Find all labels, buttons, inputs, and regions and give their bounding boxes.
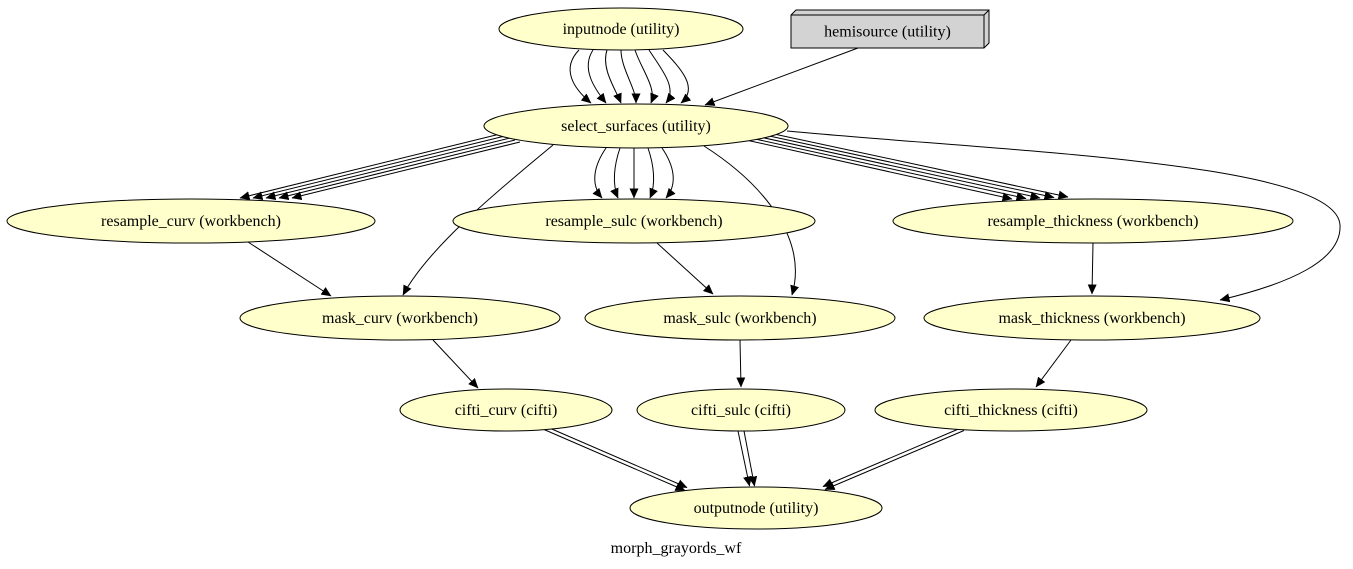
edge-select_surfaces-resample_sulc	[610, 147, 621, 199]
node-label-cifti_thickness: cifti_thickness (cifti)	[944, 402, 1078, 419]
node-ellipse-mask_sulc	[584, 295, 896, 341]
node-box3d-hemisource	[790, 9, 990, 49]
node-label-hemisource: hemisource (utility)	[824, 24, 951, 41]
nodes-layer: inputnode (utility) hemisource (utility) s…	[6, 7, 1294, 530]
node-cifti_curv: cifti_curv (cifti)	[399, 388, 613, 432]
edge-select_surfaces-resample_thickness	[759, 136, 1041, 201]
edge-inputnode-select_surfaces	[587, 49, 607, 104]
node-resample_thickness: resample_thickness (workbench)	[892, 198, 1294, 244]
edge-cifti_thickness-outputnode	[824, 430, 965, 490]
edge-cifti_curv-outputnode	[543, 429, 686, 491]
node-label-inputnode: inputnode (utility)	[563, 21, 680, 38]
node-mask_sulc: mask_sulc (workbench)	[584, 295, 896, 341]
node-ellipse-cifti_curv	[399, 388, 613, 432]
edge-select_surfaces-resample_curv	[252, 135, 506, 201]
edge-inputnode-select_surfaces	[569, 49, 592, 104]
edge-mask_curv-cifti_curv	[432, 339, 479, 389]
node-resample_curv: resample_curv (workbench)	[6, 198, 376, 244]
node-ellipse-mask_curv	[239, 295, 561, 341]
node-ellipse-resample_curv	[6, 198, 376, 244]
edge-inputnode-select_surfaces	[634, 49, 659, 104]
node-label-resample_thickness: resample_thickness (workbench)	[987, 213, 1198, 230]
node-label-cifti_sulc: cifti_sulc (cifti)	[691, 402, 791, 419]
edge-hemisource-select_surfaces	[704, 47, 859, 106]
node-ellipse-cifti_sulc	[636, 388, 846, 432]
node-label-outputnode: outputnode (utility)	[694, 500, 819, 517]
edge-resample_curv-mask_curv	[247, 241, 332, 297]
edge-resample_thickness-mask_thickness	[1087, 242, 1097, 295]
node-mask_curv: mask_curv (workbench)	[239, 295, 561, 341]
edge-select_surfaces-resample_curv	[239, 133, 501, 201]
edge-select_surfaces-mask_thickness	[786, 130, 1341, 303]
node-label-resample_curv: resample_curv (workbench)	[101, 213, 281, 230]
node-ellipse-resample_sulc	[452, 198, 816, 244]
node-mask_thickness: mask_thickness (workbench)	[923, 295, 1261, 341]
node-ellipse-inputnode	[498, 7, 744, 51]
edge-select_surfaces-resample_sulc	[647, 147, 658, 199]
node-cifti_thickness: cifti_thickness (cifti)	[874, 388, 1148, 432]
edge-inputnode-select_surfaces	[620, 49, 641, 104]
node-label-cifti_curv: cifti_curv (cifti)	[455, 402, 558, 419]
node-outputnode: outputnode (utility)	[629, 486, 883, 530]
node-ellipse-mask_thickness	[923, 295, 1261, 341]
node-resample_sulc: resample_sulc (workbench)	[452, 198, 816, 244]
node-label-mask_sulc: mask_sulc (workbench)	[663, 310, 816, 327]
edge-inputnode-select_surfaces	[605, 49, 622, 104]
edge-inputnode-select_surfaces	[648, 49, 676, 104]
edge-select_surfaces-resample_thickness	[745, 139, 1013, 202]
edge-resample_sulc-mask_sulc	[656, 242, 714, 295]
graph-title: morph_grayords_wf	[611, 540, 742, 557]
edge-inputnode-select_surfaces	[662, 49, 692, 104]
edge-select_surfaces-resample_curv	[278, 139, 516, 201]
node-ellipse-outputnode	[629, 486, 883, 530]
edge-cifti_thickness-outputnode	[822, 427, 963, 487]
edge-mask_sulc-cifti_sulc	[736, 339, 746, 388]
node-label-mask_thickness: mask_thickness (workbench)	[998, 310, 1185, 327]
edge-cifti_sulc-outputnode	[737, 430, 752, 487]
node-label-select_surfaces: select_surfaces (utility)	[561, 118, 711, 135]
node-ellipse-resample_thickness	[892, 198, 1294, 244]
node-inputnode: inputnode (utility)	[498, 7, 744, 51]
edge-select_surfaces-resample_thickness	[752, 138, 1027, 201]
box3d-bevel-diagonal	[983, 9, 990, 16]
edge-cifti_curv-outputnode	[545, 426, 688, 488]
edge-select_surfaces-resample_thickness	[773, 133, 1069, 200]
edge-select_surfaces-resample_curv	[291, 141, 521, 201]
edge-mask_thickness-cifti_thickness	[1035, 339, 1072, 388]
edge-select_surfaces-resample_sulc	[661, 147, 676, 199]
node-label-resample_sulc: resample_sulc (workbench)	[545, 213, 722, 230]
edge-select_surfaces-resample_curv	[265, 137, 511, 201]
edge-cifti_sulc-outputnode	[743, 430, 758, 487]
edge-select_surfaces-resample_sulc	[592, 147, 607, 199]
node-cifti_sulc: cifti_sulc (cifti)	[636, 388, 846, 432]
node-hemisource: hemisource (utility)	[790, 9, 990, 49]
edge-select_surfaces-resample_thickness	[766, 135, 1055, 200]
node-select_surfaces: select_surfaces (utility)	[483, 103, 789, 149]
node-label-mask_curv: mask_curv (workbench)	[322, 310, 478, 327]
node-ellipse-cifti_thickness	[874, 388, 1148, 432]
node-ellipse-select_surfaces	[483, 103, 789, 149]
